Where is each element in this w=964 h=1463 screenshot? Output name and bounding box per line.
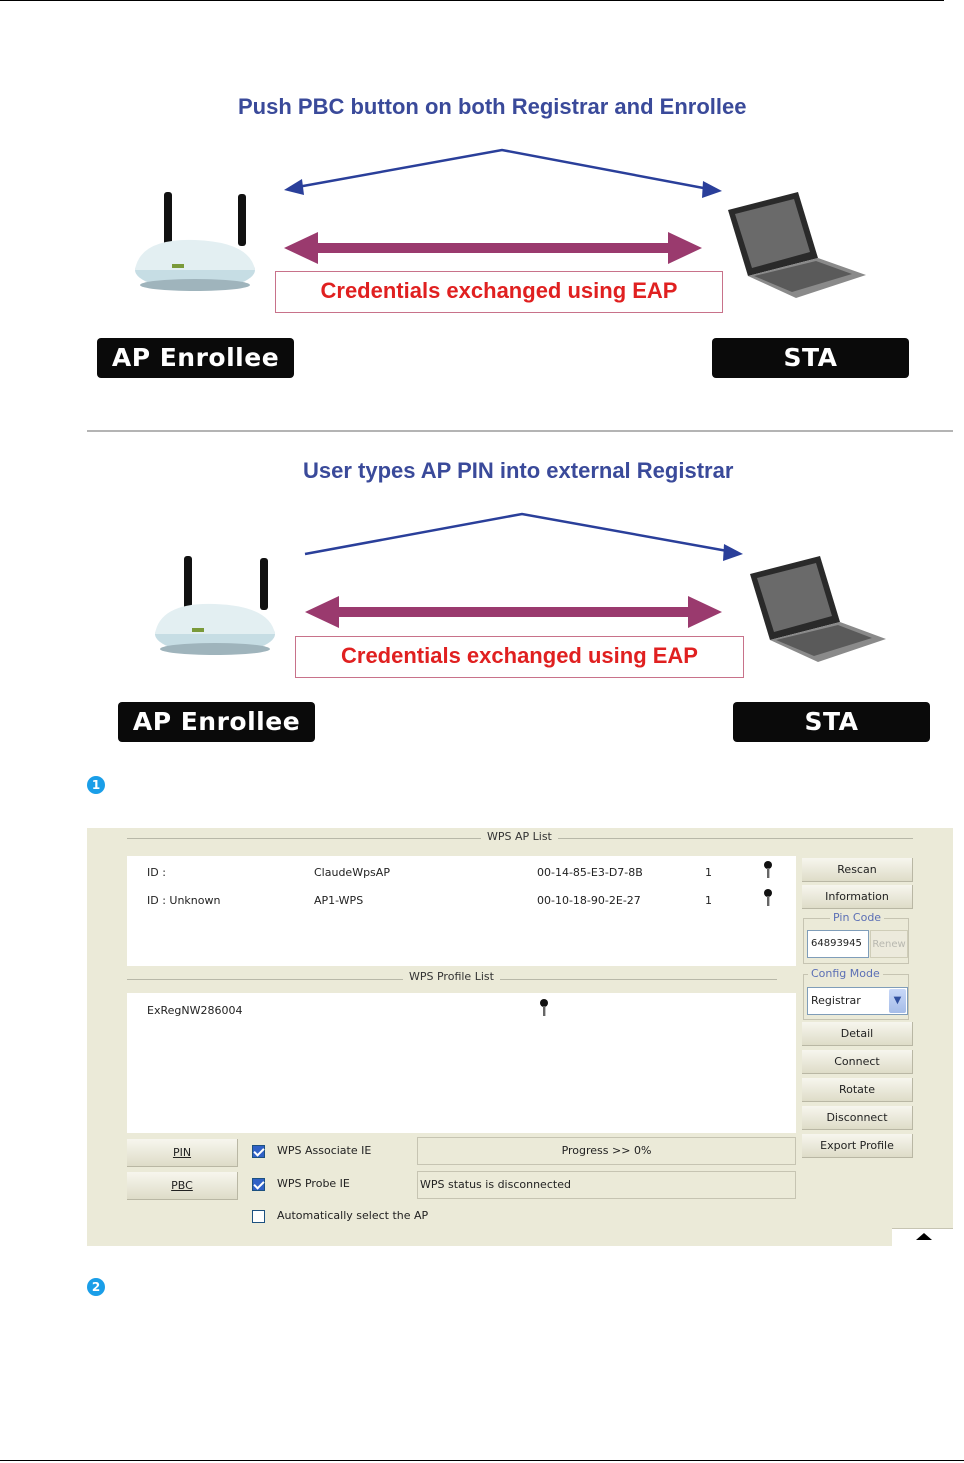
- wireless-arrow: [291, 148, 715, 192]
- eap-arrow-head-right: [668, 232, 702, 264]
- config-mode-value: Registrar: [811, 994, 861, 1007]
- ap-id: ID :: [147, 866, 166, 879]
- wireless-arrow-head-right: [702, 181, 722, 198]
- bottom-rule: [0, 1460, 964, 1461]
- diagram-title: User types AP PIN into external Registra…: [303, 458, 734, 483]
- step-2-marker: 2: [87, 1278, 105, 1296]
- profile-list-title: WPS Profile List: [403, 970, 500, 983]
- pin-button[interactable]: PIN: [127, 1139, 238, 1167]
- export-profile-button[interactable]: Export Profile: [802, 1134, 913, 1158]
- key-icon: [764, 861, 772, 878]
- eap-arrow-shaft: [333, 607, 695, 617]
- key-icon: [540, 999, 548, 1016]
- ap-enrollee-label: AP Enrollee: [118, 702, 315, 742]
- pbc-diagram: Push PBC button on both Registrar and En…: [0, 80, 964, 412]
- pbc-button[interactable]: PBC: [127, 1172, 238, 1200]
- scroll-up-button[interactable]: [892, 1228, 953, 1247]
- section-separator: [87, 430, 953, 432]
- key-icon: [764, 889, 772, 906]
- eap-credentials-box: Credentials exchanged using EAP: [275, 271, 723, 313]
- pin-arrow: [304, 512, 734, 556]
- laptop-icon: [750, 556, 886, 662]
- profile-list[interactable]: ExRegNW286004: [127, 993, 796, 1133]
- eap-arrow-head-right: [688, 596, 722, 628]
- router-icon: [135, 192, 255, 291]
- diagram-arrows: [155, 512, 886, 662]
- ap-id: ID : Unknown: [147, 894, 221, 907]
- config-mode-select[interactable]: Registrar ▼: [807, 987, 908, 1015]
- rotate-button[interactable]: Rotate: [802, 1078, 913, 1102]
- ap-list[interactable]: ID : ClaudeWpsAP 00-14-85-E3-D7-8B 1 ID …: [127, 856, 796, 966]
- associate-ie-label: WPS Associate IE: [277, 1144, 372, 1157]
- pin-code-label: Pin Code: [830, 911, 885, 924]
- ap-mac: 00-14-85-E3-D7-8B: [537, 866, 643, 879]
- eap-arrow-head-left: [305, 596, 339, 628]
- sta-registrar-label: STA Registrar: [733, 702, 930, 776]
- auto-select-checkbox[interactable]: [252, 1210, 265, 1223]
- diagram-title: Push PBC button on both Registrar and En…: [238, 94, 747, 119]
- profile-name: ExRegNW286004: [147, 1004, 243, 1017]
- sta-registrar-label: STA Registrar: [712, 338, 909, 412]
- connect-button[interactable]: Connect: [802, 1050, 913, 1074]
- pin-arrow-head-right: [723, 544, 743, 561]
- ap-mac: 00-10-18-90-2E-27: [537, 894, 641, 907]
- wps-panel: WPS AP List ID : ClaudeWpsAP 00-14-85-E3…: [87, 828, 953, 1247]
- wireless-arrow-head-left: [284, 179, 304, 195]
- eap-arrow-shaft: [312, 243, 674, 253]
- detail-button[interactable]: Detail: [802, 1022, 913, 1046]
- ap-channel: 1: [705, 894, 712, 907]
- associate-ie-checkbox[interactable]: [252, 1145, 265, 1158]
- renew-button[interactable]: Renew: [870, 930, 908, 958]
- eap-credentials-box: Credentials exchanged using EAP: [295, 636, 744, 678]
- step-1-marker: 1: [87, 776, 105, 794]
- pin-code-field[interactable]: 64893945: [807, 930, 869, 958]
- disconnect-button[interactable]: Disconnect: [802, 1106, 913, 1130]
- config-mode-label: Config Mode: [808, 967, 883, 980]
- auto-select-label: Automatically select the AP: [277, 1209, 429, 1222]
- chevron-down-icon[interactable]: ▼: [889, 989, 906, 1013]
- ap-enrollee-label: AP Enrollee: [97, 338, 294, 378]
- probe-ie-label: WPS Probe IE: [277, 1177, 350, 1190]
- progress-field: Progress >> 0%: [417, 1137, 796, 1165]
- information-button[interactable]: Information: [802, 885, 913, 909]
- pin-diagram: User types AP PIN into external Registra…: [0, 444, 964, 776]
- ap-ssid: AP1-WPS: [314, 894, 364, 907]
- ap-channel: 1: [705, 866, 712, 879]
- ap-list-title: WPS AP List: [481, 830, 558, 843]
- eap-arrow-head-left: [284, 232, 318, 264]
- top-rule: [0, 0, 944, 1]
- laptop-icon: [728, 192, 866, 298]
- diagram-arrows: [135, 148, 866, 298]
- probe-ie-checkbox[interactable]: [252, 1178, 265, 1191]
- ap-ssid: ClaudeWpsAP: [314, 866, 390, 879]
- router-icon: [155, 556, 275, 655]
- rescan-button[interactable]: Rescan: [802, 858, 913, 882]
- status-field: WPS status is disconnected: [417, 1171, 796, 1199]
